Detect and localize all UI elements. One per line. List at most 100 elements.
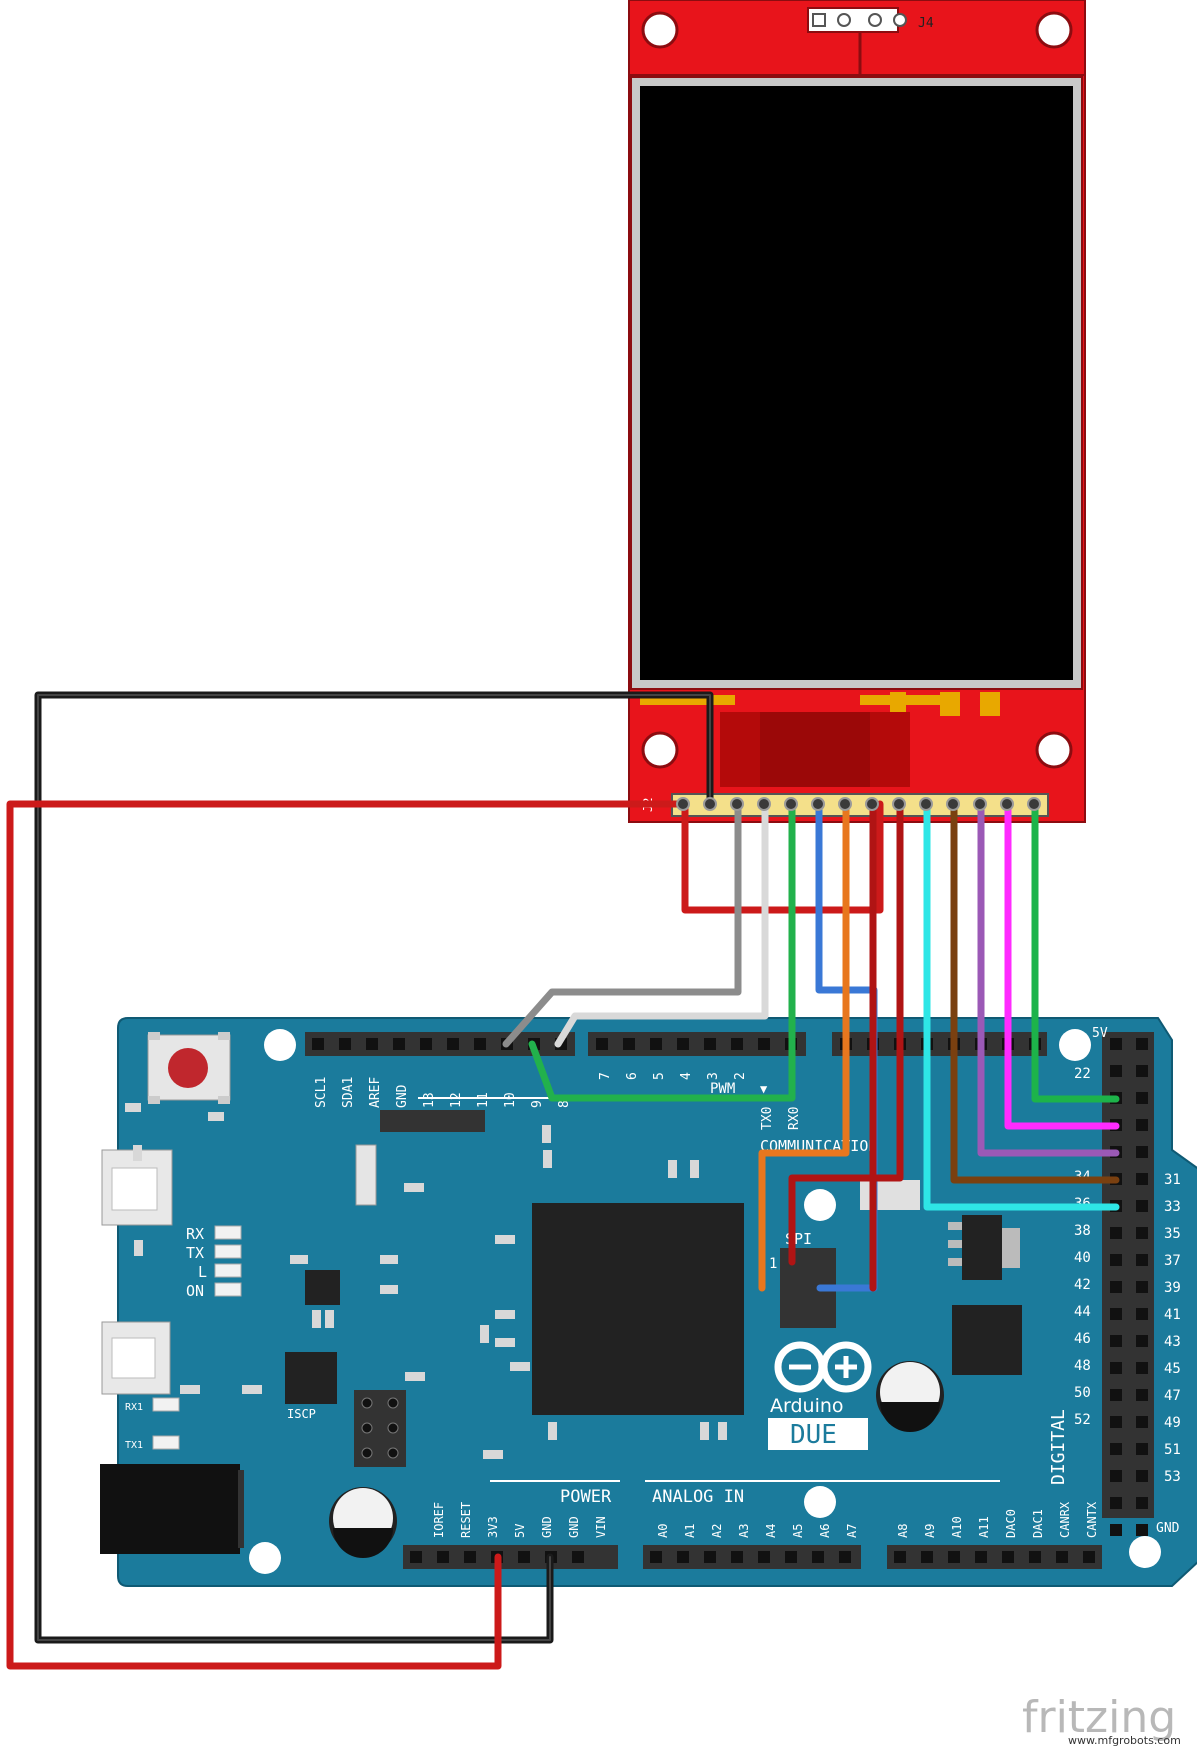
j2-connector	[671, 793, 1049, 817]
j2-pin	[892, 797, 906, 811]
top-pin-label: 5	[652, 1072, 667, 1080]
j2-pin	[811, 797, 825, 811]
top-pin-label: SDA1	[341, 1077, 356, 1108]
header-pin	[1110, 1416, 1122, 1428]
header-pin	[1110, 1362, 1122, 1374]
header-pin	[1136, 1362, 1148, 1374]
digital-pin-label: 35	[1164, 1226, 1181, 1242]
tx1-label: TX1	[125, 1440, 143, 1451]
header-pin	[1083, 1551, 1095, 1563]
header-pin	[812, 1551, 824, 1563]
header-pin	[1136, 1173, 1148, 1185]
wire-orange	[758, 800, 850, 1292]
header-pin	[1110, 1497, 1122, 1509]
top-pin-label: RX0	[787, 1107, 802, 1130]
bottom-pin-label: A8	[896, 1524, 910, 1538]
header-pin	[1110, 1443, 1122, 1455]
digital-header-right: 5V GND 223133343536373839404142434445464…	[1074, 1026, 1181, 1536]
header-pin	[410, 1551, 422, 1563]
bottom-pin-label: A7	[845, 1524, 859, 1538]
j2-pin	[676, 797, 690, 811]
wire-darkred	[788, 800, 904, 1292]
j4-header: J4	[807, 7, 934, 75]
top-pin-label: 11	[476, 1092, 491, 1108]
wire-brown	[950, 800, 1120, 1184]
header-pin	[1110, 1524, 1122, 1536]
header-pin	[894, 1551, 906, 1563]
top-pin-label: 4	[679, 1072, 694, 1080]
bottom-pin-label: VIN	[594, 1516, 608, 1538]
wire-magenta	[1004, 800, 1120, 1130]
arduino-logo: Arduino DUE	[768, 1341, 872, 1450]
j2-pin	[1027, 797, 1041, 811]
bottom-pin-label: RESET	[459, 1502, 473, 1538]
label-5v: 5V	[1092, 1026, 1108, 1041]
top-headers	[305, 1032, 1047, 1056]
fritzing-logo: fritzing	[1022, 1692, 1176, 1743]
top-pin-label: 6	[625, 1072, 640, 1080]
header-pin	[1110, 1335, 1122, 1347]
digital-pin-label: 37	[1164, 1253, 1181, 1269]
status-leds: RX TX L ON RX1 TX1	[125, 1225, 242, 1451]
header-pin	[1136, 1146, 1148, 1158]
mount-hole	[641, 11, 679, 49]
top-pin-label: SCL1	[314, 1077, 329, 1108]
digital-pin-label: 46	[1074, 1331, 1091, 1347]
top-pin-label: 12	[449, 1092, 464, 1108]
header-pin	[1110, 1389, 1122, 1401]
wire-red-led	[681, 800, 884, 914]
bottom-pin-label: DAC0	[1004, 1509, 1018, 1538]
arduino-due-board: RX TX L ON RX1 TX1 ISCP	[100, 1017, 1197, 1587]
j2-pin	[784, 797, 798, 811]
header-pin	[1136, 1389, 1148, 1401]
digital-pin-label: 31	[1164, 1172, 1181, 1188]
bottom-pin-label: 3V3	[486, 1516, 500, 1538]
wire-gray	[502, 800, 742, 1048]
header-pin	[1029, 1551, 1041, 1563]
header-pin	[1136, 1227, 1148, 1239]
top-pin-label: AREF	[368, 1077, 383, 1108]
wire-cyan	[923, 800, 1120, 1211]
j2-pins	[676, 797, 1041, 811]
header-pin	[1136, 1092, 1148, 1104]
model-label: DUE	[790, 1420, 837, 1450]
lcd-screen	[640, 86, 1073, 680]
reset-button	[147, 1032, 231, 1104]
bottom-pin-label: A5	[791, 1524, 805, 1538]
bottom-pin-label: IOREF	[432, 1502, 446, 1538]
header-pin	[839, 1551, 851, 1563]
bottom-headers	[403, 1545, 1102, 1569]
header-pin	[393, 1038, 405, 1050]
usb-port-native	[101, 1321, 171, 1395]
header-pin	[464, 1551, 476, 1563]
wire-purple	[977, 800, 1120, 1157]
header-pin	[1110, 1308, 1122, 1320]
bottom-pin-label: A1	[683, 1524, 697, 1538]
bottom-pin-label: A2	[710, 1524, 724, 1538]
bottom-pin-label: A11	[977, 1516, 991, 1538]
usb-port-programming	[101, 1149, 173, 1226]
top-pin-label: 2	[733, 1072, 748, 1080]
watermark-site: www.mfgrobots.com	[1068, 1734, 1181, 1747]
j4-label: J4	[918, 16, 934, 31]
header-pin	[1110, 1227, 1122, 1239]
chip-small-3	[952, 1305, 1022, 1375]
chip-small-2	[285, 1352, 337, 1404]
header-pin	[704, 1551, 716, 1563]
bottom-pin-label: A3	[737, 1524, 751, 1538]
digital-pin-label: 43	[1164, 1334, 1181, 1350]
top-pin-label: 10	[503, 1092, 518, 1108]
top-pin-label: 3	[706, 1072, 721, 1080]
header-pin	[758, 1038, 770, 1050]
header-pin	[366, 1038, 378, 1050]
brand-label: Arduino	[770, 1395, 844, 1417]
capacitor	[329, 1487, 397, 1558]
digital-pin-label: 41	[1164, 1307, 1181, 1323]
j2-pin	[919, 797, 933, 811]
header-pin	[1110, 1281, 1122, 1293]
header-pin	[1136, 1200, 1148, 1212]
header-pin	[1136, 1335, 1148, 1347]
bottom-pin-label: A10	[950, 1516, 964, 1538]
